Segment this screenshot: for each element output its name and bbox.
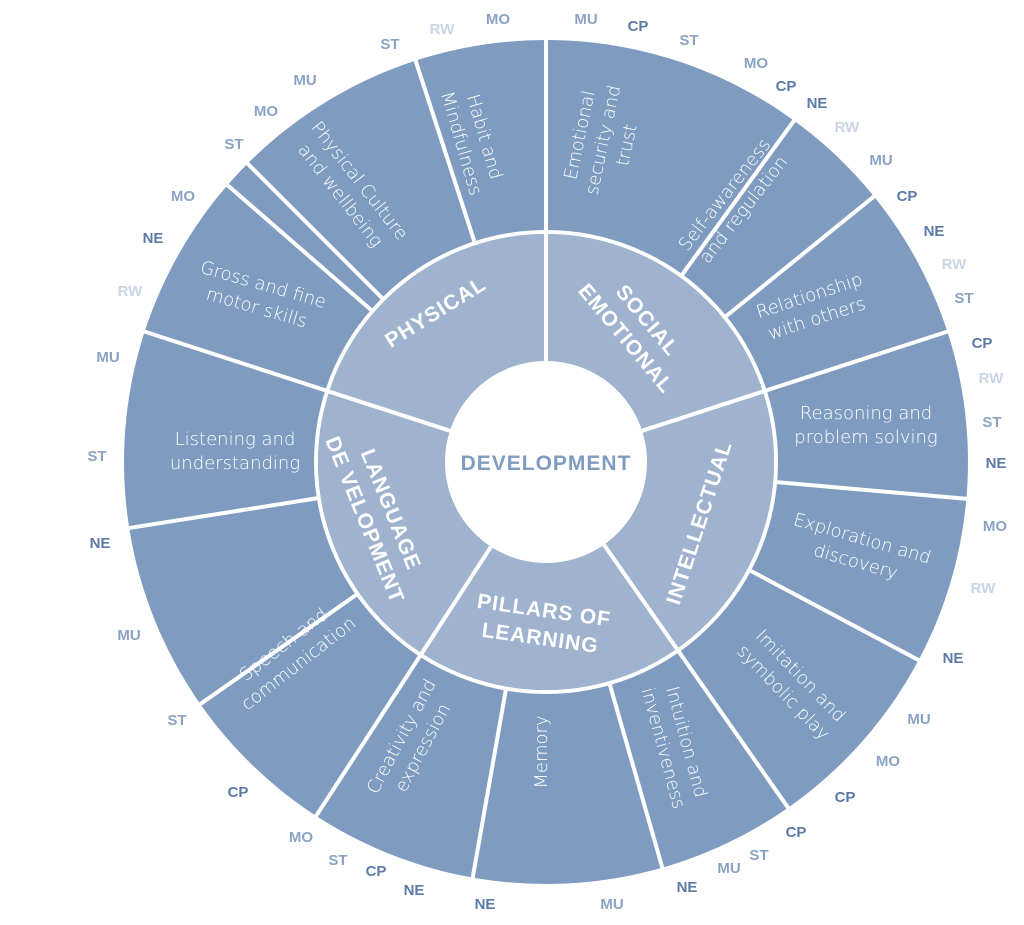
tag-ne: NE [143,230,164,247]
segment-divider [774,480,969,501]
tag-rw: RW [118,283,144,300]
tag-mo: MO [289,829,313,846]
tag-mu: MU [600,896,623,913]
category-divider [142,329,451,433]
tag-st: ST [749,847,768,864]
segment-listening-line: Listening and [175,429,296,450]
category-divider [313,545,493,819]
segment-listening: Listening and understanding [170,429,300,474]
tag-mo: MO [486,11,510,28]
tag-rw: RW [835,119,861,136]
tag-rw: RW [971,580,997,597]
tag-mu: MU [96,349,119,366]
tag-st: ST [167,712,186,729]
tag-st: ST [87,448,106,465]
tag-st: ST [380,36,399,53]
segment-divider [224,182,374,313]
tag-cp: CP [228,784,249,801]
tag-rw: RW [430,21,456,38]
segment-reasoning-line: problem solving [794,427,937,448]
tag-rw: RW [942,256,968,273]
tag-cp: CP [897,188,918,205]
tag-st: ST [954,290,973,307]
tag-st: ST [224,136,243,153]
segment-divider [679,117,797,278]
tag-cp: CP [776,78,797,95]
tag-mu: MU [907,711,930,728]
segment-divider [723,193,877,319]
segment-divider [413,58,477,244]
segment-memory-line: Memory [531,715,552,788]
center-label: DEVELOPMENT [461,452,632,475]
segment-reasoning: Reasoning and problem solving [794,403,937,448]
tag-cp: CP [628,18,649,35]
segment-memory: Memory [531,715,552,788]
tag-ne: NE [404,882,425,899]
tag-ne: NE [986,455,1007,472]
segment-divider [748,568,922,663]
tag-cp: CP [786,824,807,841]
tag-mu: MU [717,860,740,877]
tag-mo: MO [744,55,768,72]
segment-divider [197,592,359,707]
tag-ne: NE [677,879,698,896]
segment-divider [607,682,665,871]
tag-cp: CP [835,789,856,806]
category-divider [602,543,791,811]
tag-cp: CP [972,335,993,352]
tag-cp: CP [366,863,387,880]
segment-reasoning-line: Reasoning and [800,403,932,424]
tag-mu: MU [117,627,140,644]
tag-mo: MO [254,103,278,120]
segment-divider [244,160,385,301]
tag-ne: NE [943,650,964,667]
tag-mo: MO [171,188,195,205]
tag-rw: RW [979,370,1005,387]
tag-st: ST [679,32,698,49]
tag-st: ST [328,852,347,869]
tag-ne: NE [807,95,828,112]
tag-mu: MU [869,152,892,169]
segment-listening-line: understanding [170,453,300,474]
tag-st: ST [982,414,1001,431]
tag-mo: MO [876,753,900,770]
tag-mu: MU [293,72,316,89]
tag-ne: NE [475,896,496,913]
tag-ne: NE [90,535,111,552]
tag-mu: MU [574,11,597,28]
tag-mo: MO [983,518,1007,535]
segment-divider [470,688,509,880]
tag-ne: NE [924,223,945,240]
center-circle [445,361,647,563]
segment-divider [126,496,320,531]
category-divider [641,329,950,433]
